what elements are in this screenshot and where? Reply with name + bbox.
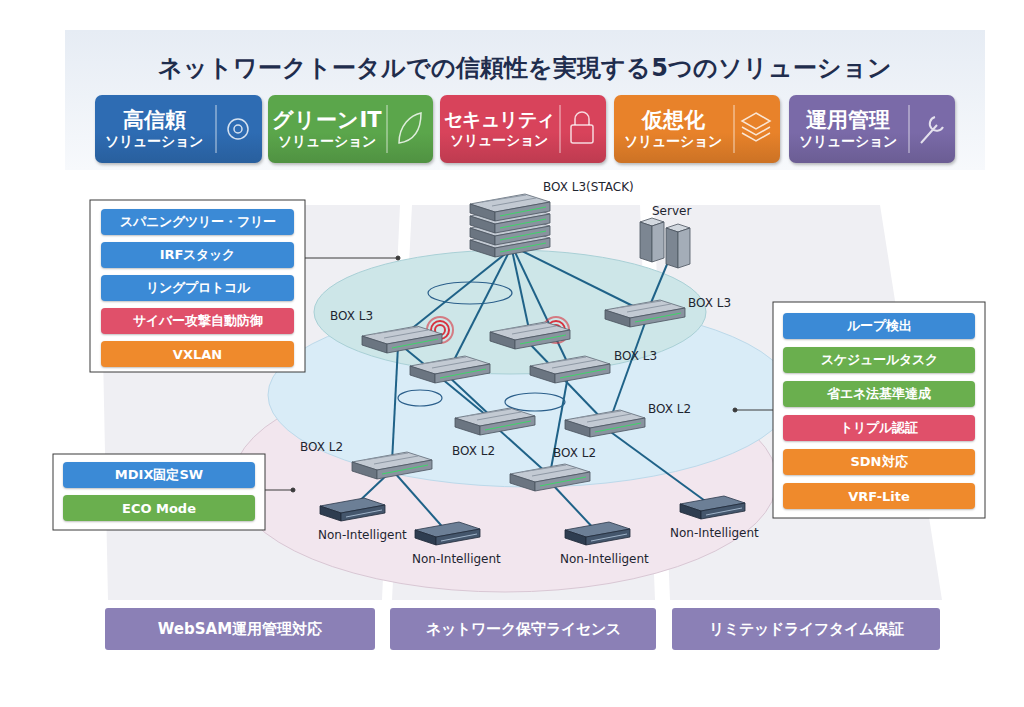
service-label: WebSAM運用管理対応 [158,620,322,639]
solution-subtitle: ソリューション [799,132,897,150]
solution-heading: グリーンIT [272,108,381,132]
text-group: 高信頼ソリューション [95,95,213,163]
feature-pill: IRFスタック [101,242,294,268]
feature-label: VXLAN [173,347,222,362]
solution-icon [558,95,606,163]
text-group: セキュリティソリューション [440,95,558,163]
service-label: リミテッドライフタイム保証 [709,620,904,639]
solution-icon [907,95,955,163]
device-label: BOX L3(STACK) [543,180,634,194]
feature-label: スパニングツリー・フリー [120,213,276,231]
feature-label: IRFスタック [160,246,236,264]
feature-pill: リングプロトコル [101,275,294,301]
device-label: Non-Intelligent [318,528,407,542]
feature-pill: サイバー攻撃自動防御 [101,308,294,334]
feature-label: SDN対応 [850,453,907,471]
feature-pill: VRF-Lite [783,483,975,509]
device-label: BOX L3 [330,309,373,323]
solution-box: 運用管理ソリューション [789,95,955,163]
feature-label: リングプロトコル [146,279,250,297]
device-label: Non-Intelligent [412,552,501,566]
feature-label: トリプル認証 [840,419,918,437]
solution-subtitle: ソリューション [105,132,203,150]
service-bar: リミテッドライフタイム保証 [672,608,940,650]
device-label: BOX L2 [300,440,343,454]
device-label: BOX L2 [452,444,495,458]
feature-pill: スパニングツリー・フリー [101,209,294,235]
solution-subtitle: ソリューション [278,132,376,150]
feature-pill: SDN対応 [783,449,975,475]
device-label: BOX L3 [688,296,731,310]
text-group: グリーンITソリューション [268,95,386,163]
device-label: Non-Intelligent [670,526,759,540]
solution-box: グリーンITソリューション [268,95,433,163]
service-label: ネットワーク保守ライセンス [426,620,621,639]
feature-label: ループ検出 [847,317,912,335]
device-label: BOX L2 [553,446,596,460]
solution-subtitle: ソリューション [450,131,548,149]
feature-pill: スケジュールタスク [783,347,975,373]
feature-label: MDIX固定SW [115,466,203,484]
feature-pill: ECO Mode [63,495,255,521]
solution-heading: セキュリティ [444,109,555,131]
solution-box: 仮想化ソリューション [614,95,780,163]
solution-subtitle: ソリューション [624,132,722,150]
feature-label: スケジュールタスク [821,351,938,369]
feature-pill: ループ検出 [783,313,975,339]
solution-heading: 仮想化 [642,108,705,132]
feature-label: サイバー攻撃自動防御 [133,312,263,330]
solution-icon [385,95,433,163]
feature-pill: トリプル認証 [783,415,975,441]
device-label: BOX L2 [648,402,691,416]
text-group: 仮想化ソリューション [614,95,732,163]
service-bar: ネットワーク保守ライセンス [390,608,656,650]
solution-icon [732,95,780,163]
solution-heading: 運用管理 [806,108,890,132]
feature-label: VRF-Lite [848,489,910,504]
device-label: BOX L3 [614,349,657,363]
feature-pill: VXLAN [101,341,294,367]
solution-icon [214,95,262,163]
solution-heading: 高信頼 [123,108,186,132]
feature-label: ECO Mode [122,501,196,516]
solution-box: 高信頼ソリューション [95,95,262,163]
service-bar: WebSAM運用管理対応 [105,608,375,650]
feature-pill: 省エネ法基準達成 [783,381,975,407]
diagram-title: ネットワークトータルでの信頼性を実現する5つのソリューション [65,52,985,84]
device-label: Server [652,204,691,218]
solution-box: セキュリティソリューション [440,95,606,163]
device-label: Non-Intelligent [560,552,649,566]
feature-pill: MDIX固定SW [63,462,255,488]
text-group: 運用管理ソリューション [789,95,907,163]
feature-label: 省エネ法基準達成 [827,385,931,403]
